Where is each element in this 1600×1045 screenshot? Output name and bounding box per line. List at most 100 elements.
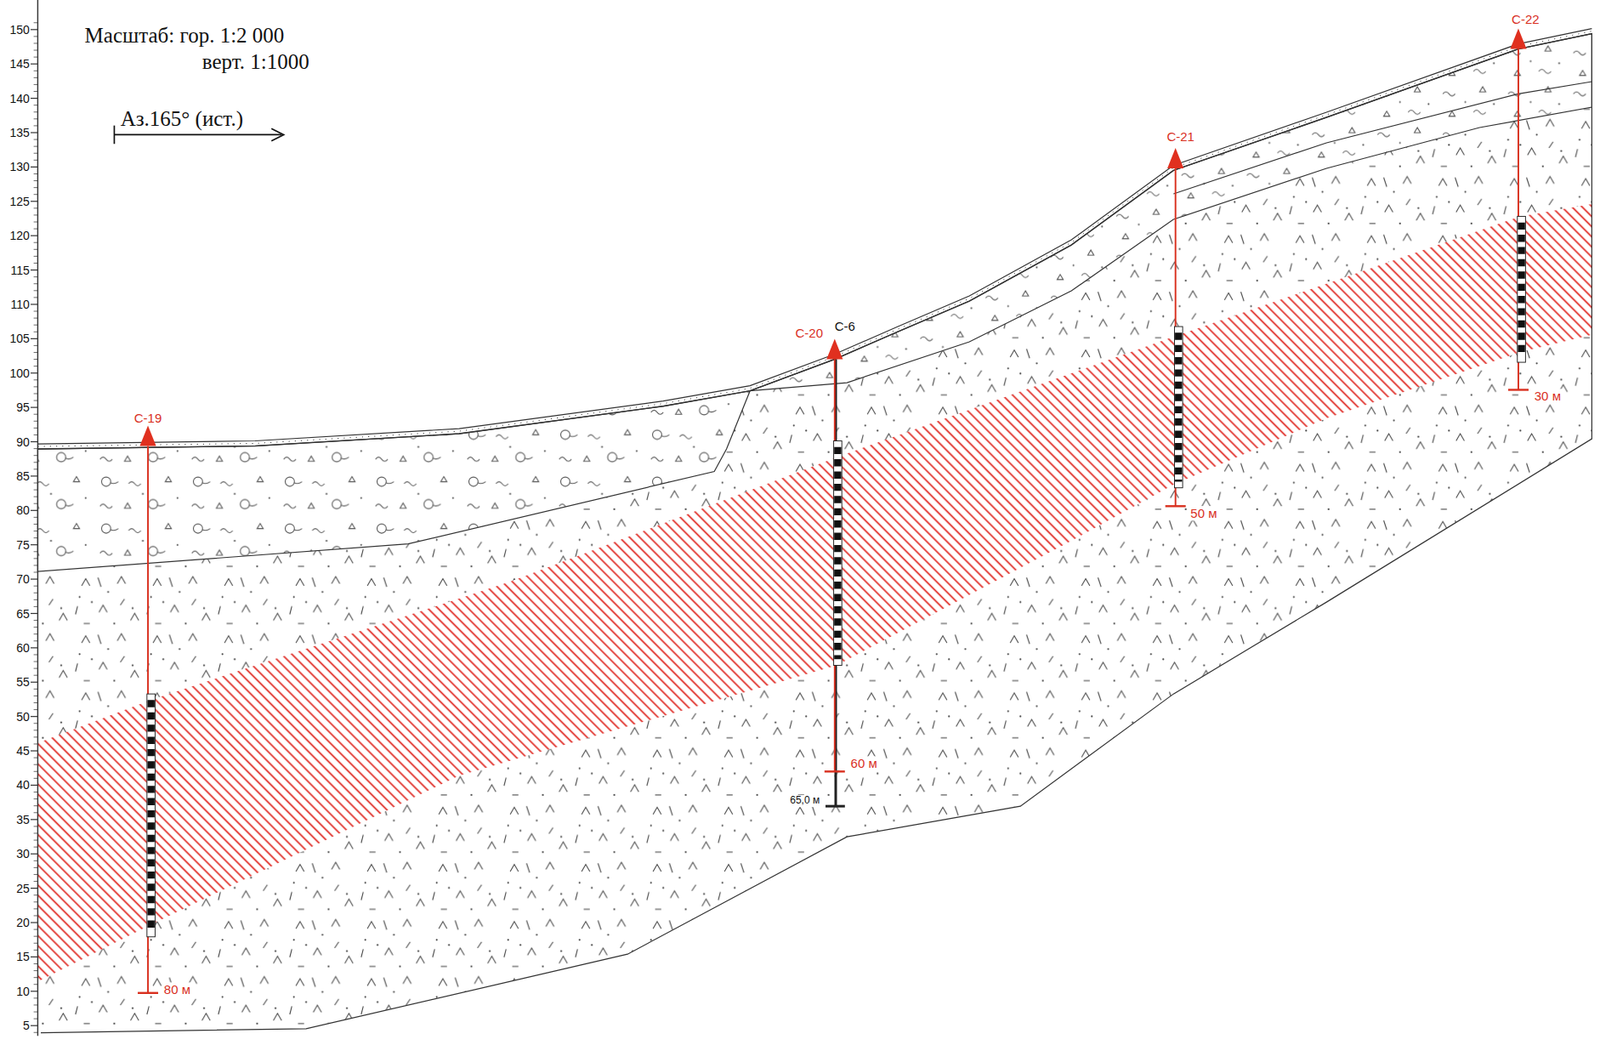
axis-tick	[34, 283, 39, 284]
axis-tick	[34, 743, 39, 744]
core-sample	[147, 699, 154, 931]
axis-tick	[34, 936, 39, 937]
axis-tick	[34, 420, 39, 422]
axis-tick	[34, 482, 39, 483]
axis-tick	[30, 715, 38, 717]
axis-tick	[34, 173, 39, 175]
borehole-label: С-20	[795, 326, 824, 341]
axis-tick	[34, 70, 39, 72]
axis-tick	[34, 296, 39, 298]
axis-tick	[34, 572, 39, 574]
bottom-boundary	[40, 34, 1592, 1033]
ground-surface	[37, 34, 1592, 449]
axis-tick	[34, 736, 39, 738]
axis-tick	[34, 791, 39, 793]
core-interval	[1517, 215, 1527, 363]
axis-label: 50	[16, 709, 30, 724]
axis-tick	[34, 496, 39, 498]
axis-tick	[34, 35, 39, 37]
axis-tick	[34, 777, 39, 779]
axis-tick	[34, 798, 39, 800]
axis-tick	[34, 599, 39, 601]
core-interval	[147, 693, 156, 937]
axis-tick	[34, 345, 39, 347]
axis-tick	[34, 805, 39, 806]
axis-tick	[30, 1025, 38, 1027]
axis-tick	[30, 749, 38, 751]
axis-tick	[34, 104, 39, 106]
core-sample	[834, 447, 841, 660]
axis-label: 5	[22, 1018, 30, 1033]
axis-label: 25	[16, 881, 30, 896]
axis-tick	[30, 63, 38, 65]
axis-label: 105	[9, 331, 29, 346]
axis-tick	[34, 825, 39, 827]
axis-tick	[30, 303, 38, 305]
scale-note: верт. 1:1000	[202, 50, 310, 75]
axis-tick	[30, 131, 38, 133]
axis-label: 135	[9, 125, 29, 140]
axis-tick	[34, 42, 39, 44]
axis-tick	[34, 839, 39, 841]
borehole-label: 65,0 м	[788, 794, 822, 807]
axis-label: 40	[16, 777, 30, 792]
borehole-label: 80 м	[162, 982, 193, 998]
axis-tick	[34, 963, 39, 965]
borehole-label: С-22	[1511, 11, 1540, 27]
axis-tick	[34, 358, 39, 360]
borehole-label: 50 м	[1188, 505, 1219, 521]
axis-tick	[34, 317, 39, 319]
axis-label: 80	[16, 503, 30, 517]
axis-tick	[34, 414, 39, 415]
axis-label: 75	[16, 538, 30, 552]
ground-surface-top	[37, 28, 1592, 444]
axis-label: 70	[16, 572, 30, 586]
axis-tick	[34, 118, 39, 120]
axis-tick	[30, 407, 38, 409]
axis-tick	[34, 392, 39, 394]
axis-tick	[34, 1018, 39, 1020]
axis-label: 15	[16, 949, 30, 964]
borehole-collar	[826, 338, 843, 359]
axis-tick	[30, 990, 38, 992]
axis-tick	[34, 983, 39, 985]
axis-tick	[30, 646, 38, 648]
axis-tick	[34, 702, 39, 704]
axis-label: 30	[16, 846, 30, 861]
axis-tick	[34, 564, 39, 566]
axis-tick	[30, 97, 38, 99]
borehole-end	[1165, 504, 1186, 507]
axis-tick	[34, 880, 39, 882]
core-interval	[834, 440, 843, 665]
axis-tick	[34, 537, 39, 539]
axis-tick	[34, 757, 39, 759]
axis-tick	[34, 942, 39, 944]
axis-tick	[34, 365, 39, 367]
axis-tick	[34, 929, 39, 931]
layer-boundary	[1173, 81, 1592, 194]
axis-tick	[30, 921, 38, 923]
borehole-label: С-6	[834, 318, 856, 334]
axis-label: 110	[10, 297, 29, 312]
axis-tick	[30, 784, 38, 786]
borehole-label: С-19	[134, 410, 163, 426]
axis-tick	[34, 550, 39, 552]
axis-tick	[34, 523, 39, 525]
axis-tick	[34, 640, 39, 642]
borehole-end	[1508, 388, 1529, 391]
axis-tick	[34, 606, 39, 608]
axis-tick	[30, 887, 38, 889]
ore-zone	[37, 204, 1592, 982]
axis-tick	[34, 970, 39, 971]
axis-tick	[34, 249, 39, 250]
axis-tick	[34, 427, 39, 429]
axis-tick	[34, 255, 39, 257]
borehole-collar	[139, 425, 156, 446]
core-interval	[1174, 326, 1183, 488]
axis-tick	[34, 709, 39, 710]
axis-tick	[34, 894, 39, 896]
axis-tick	[34, 289, 39, 291]
axis-tick	[34, 324, 39, 326]
axis-tick	[34, 771, 39, 772]
